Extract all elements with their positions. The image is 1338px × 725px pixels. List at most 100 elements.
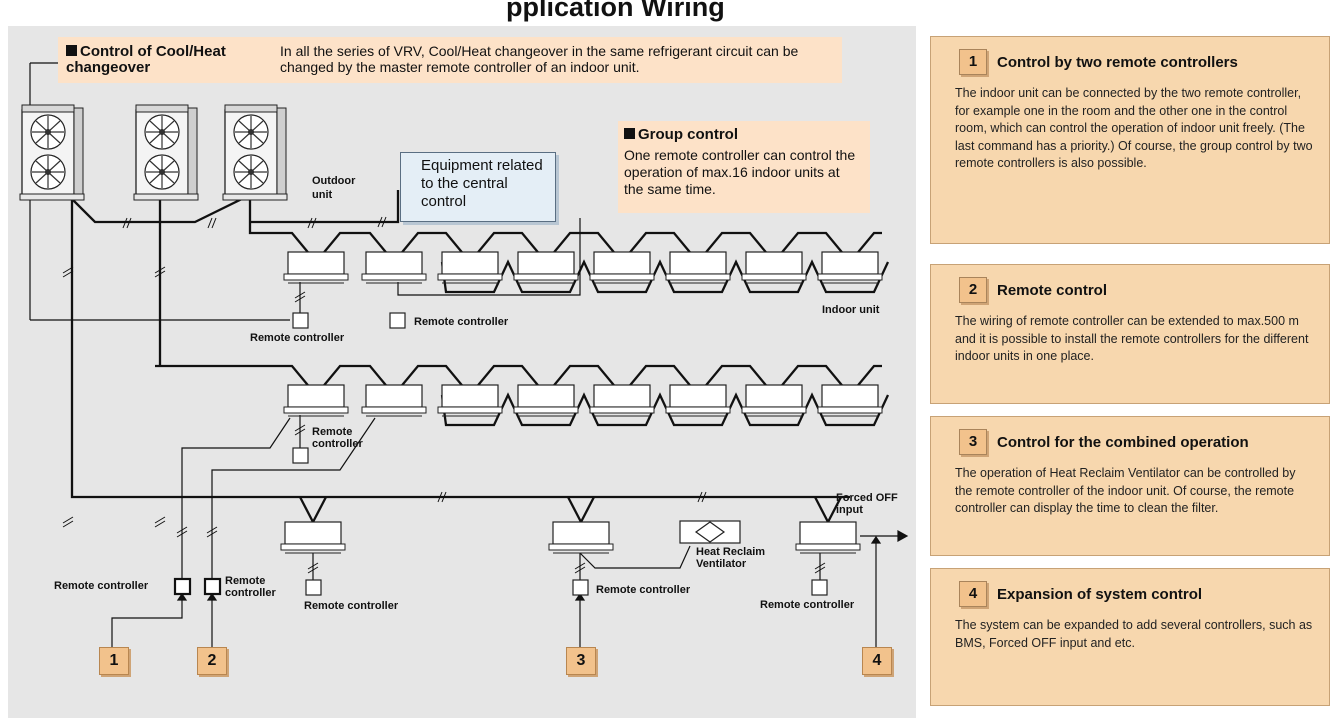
indoor-unit-icon [361, 384, 427, 417]
control-wire [397, 218, 581, 296]
panel-body: The system can be expanded to add severa… [955, 618, 1313, 650]
page-title: pplication Wiring [506, 0, 725, 22]
wire-marker [154, 266, 166, 278]
wire-marker [307, 217, 317, 229]
outdoor-unit-icon [133, 104, 199, 201]
remote-controller-icon [305, 579, 322, 596]
group-control-heading: Group control [638, 126, 738, 143]
wire-marker [62, 266, 74, 278]
cool-heat-heading: Control of Cool/Heat changeover [66, 43, 226, 76]
indoor-unit-icon [589, 384, 655, 417]
remote-controller-label: Remote controller [225, 575, 276, 599]
outdoor-unit-label: Outdoor unit [312, 175, 356, 201]
control-wire [181, 417, 291, 579]
panel-body: The operation of Heat Reclaim Ventilator… [955, 466, 1296, 515]
wire-marker [814, 562, 826, 574]
indoor-unit-icon [741, 251, 807, 284]
indoor-unit-icon [817, 384, 883, 417]
control-wiring [29, 62, 909, 647]
remote-controller-icon [811, 579, 828, 596]
refrigerant-pipe [67, 193, 255, 235]
arrow-head-icon [897, 529, 909, 543]
outdoor-unit-icon [222, 104, 288, 201]
refrigerant-pipe [70, 195, 850, 499]
remote-controller-icon [203, 577, 222, 596]
wire-marker [377, 216, 387, 228]
bullet-square-icon [624, 128, 635, 139]
panel-title: Control by two remote controllers [997, 53, 1238, 71]
cool-heat-text: In all the series of VRV, Cool/Heat chan… [280, 43, 799, 75]
remote-controller-icon [173, 577, 192, 596]
wire-marker [294, 424, 306, 436]
wire-marker [206, 526, 218, 538]
indoor-unit-icon [513, 384, 579, 417]
panel-body: The indoor unit can be connected by the … [955, 86, 1313, 170]
remote-controller-label: Remote controller [250, 332, 345, 344]
wire-marker [294, 291, 306, 303]
badge-4: 4 [862, 647, 892, 675]
panel-number: 3 [959, 429, 987, 455]
wire-marker [307, 562, 319, 574]
refrigerant-piping [67, 190, 890, 525]
wire-marker [154, 516, 166, 528]
remote-controller-label: Remote controller [312, 426, 363, 450]
panel-remote-controllers: 1 Control by two remote controllers The i… [930, 36, 1330, 244]
indoor-unit-icon [795, 521, 861, 554]
panel-number: 1 [959, 49, 987, 75]
indoor-unit-icon [665, 251, 731, 284]
remote-controller-icon [389, 312, 406, 329]
remote-controller-label: Remote controller [54, 580, 149, 592]
indoor-unit-icon [741, 384, 807, 417]
remote-controller-icon [292, 447, 309, 464]
indoor-unit-icon [548, 521, 614, 554]
remote-controller-label: Remote controller [760, 599, 855, 611]
remote-controller-icon [572, 579, 589, 596]
wire-marker [122, 217, 132, 229]
panel-title: Control for the combined operation [997, 433, 1249, 451]
refrigerant-pipe [155, 364, 882, 397]
badge-1: 1 [99, 647, 129, 675]
indoor-unit-icon [283, 384, 349, 417]
panel-body: The wiring of remote controller can be e… [955, 314, 1309, 363]
remote-controller-label: Remote controller [414, 316, 509, 328]
wire-marker [437, 491, 447, 503]
refrigerant-pipe [255, 231, 882, 264]
indoor-unit-icon [283, 251, 349, 284]
group-control-note: Group control One remote controller can … [618, 121, 870, 213]
wire-marker [62, 516, 74, 528]
bullet-square-icon [66, 45, 77, 56]
refrigerant-pipe [440, 259, 890, 294]
wire-marker [176, 526, 188, 538]
wire-marker [697, 491, 707, 503]
heat-reclaim-ventilator-label: Heat Reclaim Ventilator [696, 546, 766, 570]
indoor-unit-icon [437, 251, 503, 284]
wire-marker [207, 217, 217, 229]
control-wire [579, 545, 691, 569]
control-wire [111, 597, 183, 647]
ventilator-core-icon [694, 521, 726, 543]
arrow-head-icon [176, 535, 882, 601]
wire-marker [574, 562, 586, 574]
refrigerant-pipe [250, 190, 400, 224]
remote-controller-icon [292, 312, 309, 329]
group-control-text: One remote controller can control the op… [624, 147, 856, 197]
indoor-unit-icon [817, 251, 883, 284]
cool-heat-note: Control of Cool/Heat changeover In all t… [58, 37, 842, 83]
panel-number: 2 [959, 277, 987, 303]
panel-title: Remote control [997, 281, 1108, 299]
forced-off-input-label: Forced OFF input [836, 492, 898, 516]
refrigerant-pipe [440, 392, 890, 427]
panel-combined-operation: 3 Control for the combined operation The … [930, 416, 1330, 556]
badge-3: 3 [566, 647, 596, 675]
indoor-unit-label: Indoor unit [822, 304, 880, 316]
indoor-unit-icon [280, 521, 346, 554]
remote-controller-label: Remote controller [596, 584, 691, 596]
panel-remote-control: 2 Remote control The wiring of remote con… [930, 264, 1330, 404]
indoor-unit-icon [513, 251, 579, 284]
refrigerant-pipe [298, 496, 328, 525]
indoor-unit-icon [361, 251, 427, 284]
refrigerant-pipe [566, 496, 596, 525]
panel-title: Expansion of system control [997, 585, 1203, 603]
